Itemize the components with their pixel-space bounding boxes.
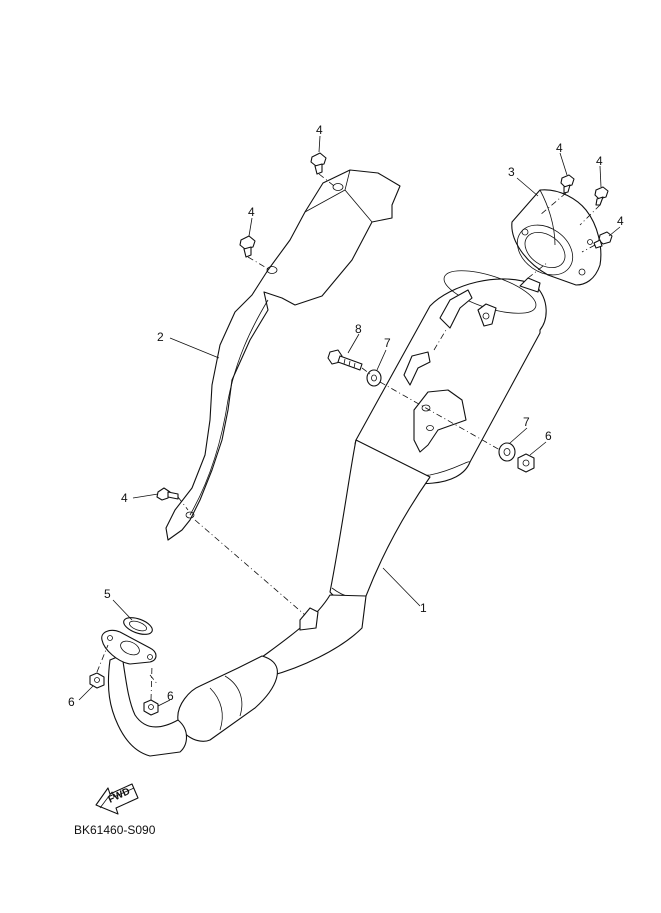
drawing-code: BK61460-S090 <box>74 823 156 837</box>
callout-6: 6 <box>167 689 174 703</box>
callout-4: 4 <box>316 123 323 137</box>
nut-part-6a <box>517 453 535 473</box>
callout-5: 5 <box>104 587 111 601</box>
callout-7: 7 <box>523 415 530 429</box>
callout-4: 4 <box>556 141 563 155</box>
bolt-part-4f <box>593 231 613 249</box>
muffler-part <box>101 270 547 757</box>
alignment-lines <box>96 173 601 701</box>
callout-4: 4 <box>596 154 603 168</box>
gasket-part <box>123 617 153 635</box>
nut-part-6c <box>143 699 159 716</box>
callout-6: 6 <box>545 429 552 443</box>
nut-part-6b <box>89 672 105 689</box>
forward-arrow-icon: FWD <box>95 783 139 815</box>
callout-4: 4 <box>121 491 128 505</box>
callout-2: 2 <box>157 330 164 344</box>
leader-lines <box>78 135 621 707</box>
bolt-part-4a <box>310 152 327 175</box>
callout-6: 6 <box>68 695 75 709</box>
callout-7: 7 <box>384 336 391 350</box>
callout-8: 8 <box>355 322 362 336</box>
washer-part-7a <box>366 369 382 387</box>
callout-4: 4 <box>617 214 624 228</box>
callout-labels: 4 4 4 4 4 4 3 2 1 5 6 6 6 7 7 8 <box>68 123 624 709</box>
muffler-end-cap-part <box>511 189 602 286</box>
bolt-part-4b <box>239 235 256 258</box>
bolt-part-4d <box>560 174 575 194</box>
callout-1: 1 <box>420 601 427 615</box>
heat-shield-part <box>165 169 401 541</box>
callout-4: 4 <box>248 205 255 219</box>
washer-part-7b <box>498 442 516 462</box>
bolt-part-8 <box>327 349 363 371</box>
bolt-part-4e <box>594 186 609 206</box>
callout-3: 3 <box>508 165 515 179</box>
bolt-part-4c <box>156 487 179 501</box>
